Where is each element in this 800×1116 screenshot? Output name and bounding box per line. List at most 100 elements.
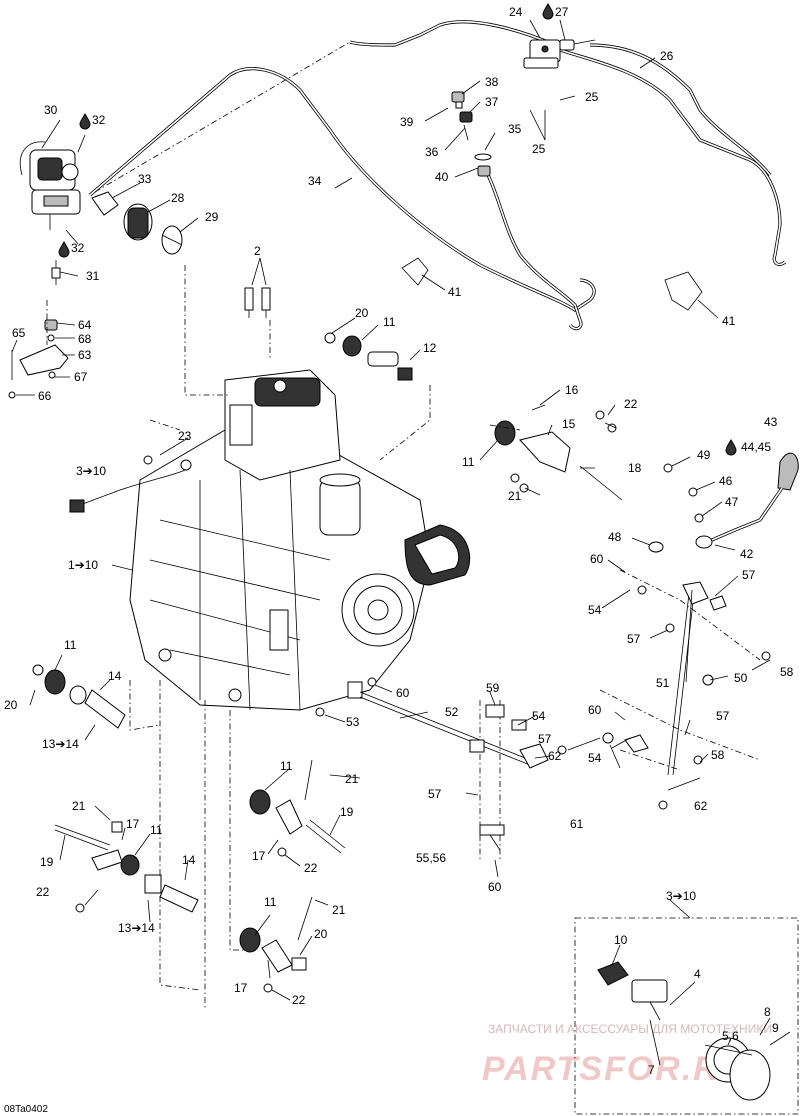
callout-label: 47 <box>725 495 739 509</box>
callout-label: 20 <box>4 698 18 712</box>
callout-label: 54 <box>532 709 546 723</box>
callout-label: 22 <box>36 885 50 899</box>
drive-stack <box>451 91 492 177</box>
callout-label: 11 <box>150 823 163 837</box>
callout-label: 54 <box>588 603 602 617</box>
callout-label: 3➔10 <box>76 464 106 478</box>
callout-label: 17 <box>126 817 140 831</box>
watermark: ЗАПЧАСТИ И АКСЕССУАРЫ ДЛЯ МОТОТЕХНИКИ PA… <box>482 1022 772 1088</box>
callout-label: 26 <box>660 49 674 63</box>
callout-label: 54 <box>588 751 602 765</box>
cable-26 <box>349 20 787 267</box>
callout-label: 48 <box>608 530 622 544</box>
callout-label: 57 <box>742 568 756 582</box>
callout-label: 61 <box>570 817 584 831</box>
callout-label: 42 <box>740 547 754 561</box>
linkage-rod <box>315 677 703 836</box>
callout-label: 60 <box>588 703 602 717</box>
callout-label: 33 <box>138 172 152 186</box>
top-mount <box>324 332 413 381</box>
callout-leaders <box>11 19 791 1066</box>
drop-icon <box>725 439 737 456</box>
callout-label: 15 <box>562 417 576 431</box>
callout-label: 11 <box>383 315 396 329</box>
callout-label: 64 <box>78 318 92 332</box>
diagram-code: 08Ta0402 <box>4 1104 48 1115</box>
left-bracket <box>8 260 69 399</box>
callout-label: 25 <box>532 142 546 156</box>
gasket-left <box>401 257 429 286</box>
callout-label: 60 <box>488 880 502 894</box>
callout-label: 2 <box>254 244 261 258</box>
cable-34 <box>88 67 596 312</box>
callout-label: 21 <box>72 799 86 813</box>
callout-labels: 24 27 26 25 25 38 37 39 35 36 40 34 30 3… <box>4 5 794 1077</box>
middle-mount <box>249 759 346 857</box>
callout-label: 67 <box>74 370 88 384</box>
callout-label: 13➔14 <box>118 921 155 935</box>
callout-label: 22 <box>292 993 306 1007</box>
callout-label: 52 <box>445 705 459 719</box>
intake-boot <box>91 191 183 255</box>
callout-label: 17 <box>252 849 266 863</box>
callout-label: 5,6 <box>722 1029 739 1043</box>
engine-block <box>129 369 471 711</box>
callout-label: 57 <box>538 732 552 746</box>
fluid-drop-icons <box>58 3 737 456</box>
callout-label: 43 <box>764 415 778 429</box>
shift-rod <box>637 581 771 776</box>
spark-plugs <box>244 287 271 318</box>
callout-label: 37 <box>485 95 499 109</box>
callout-label: 58 <box>711 748 725 762</box>
callout-label: 19 <box>340 805 354 819</box>
sensor-wire <box>69 455 192 513</box>
callout-label: 35 <box>508 122 522 136</box>
callout-label: 20 <box>355 306 369 320</box>
callout-label: 21 <box>345 772 359 786</box>
callout-label: 60 <box>590 552 604 566</box>
leader-dash <box>94 41 351 193</box>
lower-left-mount <box>54 821 199 913</box>
callout-label: 25 <box>585 90 599 104</box>
carburetor <box>19 141 81 230</box>
callout-label: 40 <box>435 170 449 184</box>
callout-label: 57 <box>627 632 641 646</box>
front-mount <box>32 664 126 729</box>
callout-label: 62 <box>548 749 562 763</box>
cable-speedo <box>486 174 583 331</box>
watermark-caption: ЗАПЧАСТИ И АКСЕССУАРЫ ДЛЯ МОТОТЕХНИКИ <box>488 1022 772 1036</box>
callout-label: 7 <box>648 1063 655 1077</box>
callout-label: 41 <box>448 285 462 299</box>
callout-label: 22 <box>304 861 318 875</box>
callout-label: 32 <box>92 113 106 127</box>
callout-label: 11 <box>462 455 475 469</box>
callout-label: 32 <box>71 241 85 255</box>
drop-icon <box>542 3 554 20</box>
callout-label: 38 <box>485 75 499 89</box>
callout-label: 1➔10 <box>68 558 98 572</box>
callout-label: 10 <box>614 933 628 947</box>
callout-label: 23 <box>178 429 192 443</box>
callout-label: 63 <box>78 348 92 362</box>
shift-lever <box>648 452 799 553</box>
callout-label: 66 <box>38 389 52 403</box>
callout-label: 16 <box>565 383 579 397</box>
callout-label: 20 <box>314 927 328 941</box>
callout-label: 18 <box>628 461 642 475</box>
callout-label: 17 <box>234 981 248 995</box>
callout-label: 11 <box>64 638 77 652</box>
watermark-brand: PARTSFOR.RU <box>482 1050 746 1088</box>
callout-label: 9 <box>772 1021 779 1035</box>
callout-label: 12 <box>423 341 437 355</box>
callout-label: 28 <box>171 191 185 205</box>
callout-label: 41 <box>722 314 736 328</box>
callout-label: 31 <box>86 269 100 283</box>
callout-label: 8 <box>764 1005 771 1019</box>
callout-label: 44,45 <box>741 440 771 454</box>
callout-label: 29 <box>205 210 219 224</box>
callout-label: 11 <box>264 895 277 909</box>
callout-label: 50 <box>734 671 748 685</box>
drop-icon <box>58 241 70 258</box>
callout-label: 68 <box>78 332 92 346</box>
